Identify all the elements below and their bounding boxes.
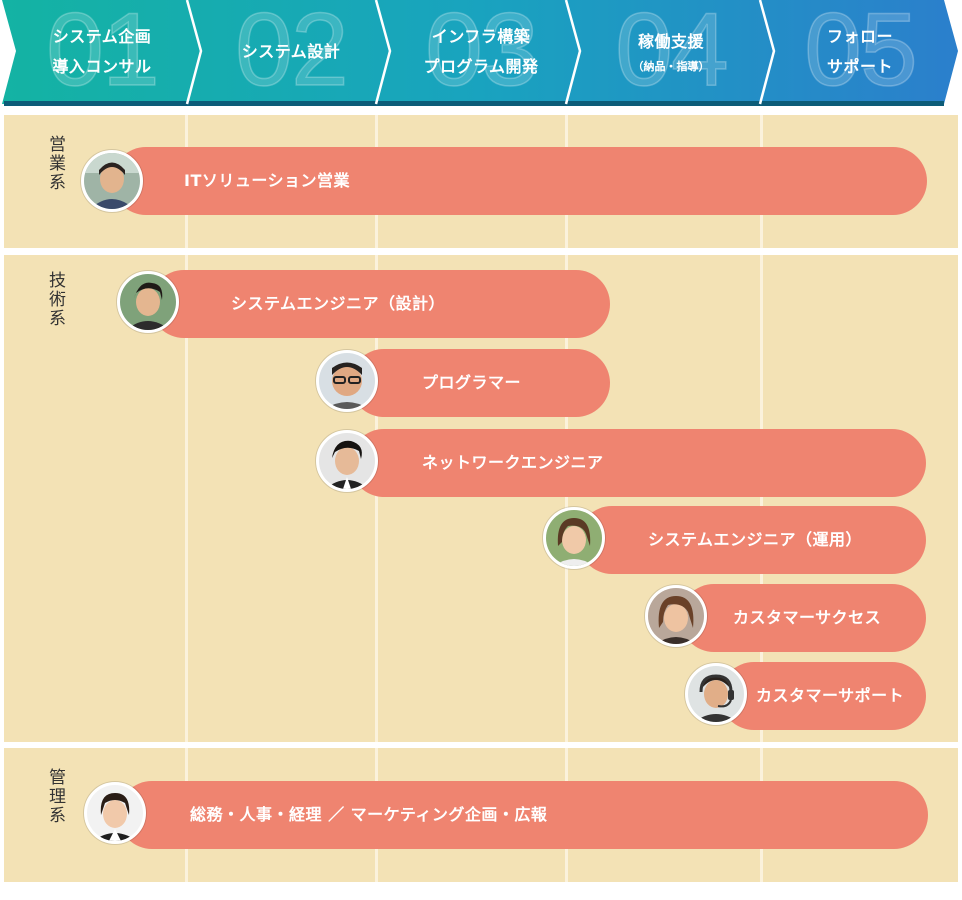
role-bar-programmer: プログラマー	[350, 349, 610, 417]
arrow-separator-3	[564, 0, 582, 105]
step-title-line-2: サポート	[826, 57, 893, 76]
step-number: 03	[424, 0, 539, 104]
staff-photo-avatar	[81, 150, 143, 212]
group-label-sales: 営業系	[45, 135, 65, 192]
column-divider	[760, 255, 763, 742]
step-title-line-2: プログラム開発	[423, 57, 539, 76]
role-label: プログラマー	[422, 373, 522, 392]
step-title-line-1: インフラ構築	[431, 27, 531, 46]
step-number: 05	[803, 0, 918, 104]
group-label-technical: 技術系	[45, 271, 65, 328]
step-title-line-1: システム設計	[241, 42, 341, 61]
step-title-line-1: フォロー	[826, 27, 893, 46]
step-01: 01 システム企画 導入コンサル	[8, 0, 196, 104]
column-divider	[375, 255, 378, 742]
staff-photo-avatar	[84, 782, 146, 844]
staff-photo-avatar	[543, 507, 605, 569]
arrow-band-fill	[2, 0, 958, 104]
role-bar-it-solution-sales: ITソリューション営業	[112, 147, 927, 215]
step-02: 02 システム設計	[196, 0, 386, 104]
role-bar-admin-marketing: 総務・人事・経理 ／ マーケティング企画・広報	[118, 781, 928, 849]
step-number: 01	[45, 0, 160, 104]
role-bar-customer-support: カスタマーサポート	[720, 662, 926, 730]
process-arrow-band	[2, 0, 958, 106]
staff-photo-avatar	[117, 271, 179, 333]
arrow-separator-1	[185, 0, 203, 105]
arrow-band-shadow	[4, 101, 944, 106]
arrow-separator-4	[758, 0, 776, 105]
step-title-line-2: 導入コンサル	[52, 57, 152, 76]
role-bar-system-engineer-design: システムエンジニア（設計）	[150, 270, 610, 338]
arrow-separator-2	[374, 0, 392, 105]
step-03: 03 インフラ構築 プログラム開発	[386, 0, 576, 104]
role-label: カスタマーサクセス	[733, 608, 882, 627]
group-label-admin: 管理系	[45, 768, 65, 825]
step-05: 05 フォロー サポート	[770, 0, 950, 104]
staff-photo-avatar	[316, 350, 378, 412]
staff-photo-avatar	[316, 430, 378, 492]
step-subtitle: （納品・指導）	[632, 60, 710, 73]
role-bar-system-engineer-operations: システムエンジニア（運用）	[578, 506, 926, 574]
role-label: システムエンジニア（設計）	[231, 294, 446, 313]
process-header: 01 システム企画 導入コンサル 02 システム設計 03 インフラ構築 プログ…	[0, 0, 962, 108]
role-label: システムエンジニア（運用）	[648, 530, 863, 549]
step-title-line-1: システム企画	[52, 27, 152, 46]
role-bar-customer-success: カスタマーサクセス	[680, 584, 926, 652]
step-number: 02	[234, 0, 349, 104]
role-label: ITソリューション営業	[184, 171, 351, 190]
column-divider	[185, 255, 188, 742]
staff-photo-avatar	[685, 663, 747, 725]
role-label: 総務・人事・経理 ／ マーケティング企画・広報	[190, 805, 548, 824]
column-divider	[565, 255, 568, 742]
role-bar-network-engineer: ネットワークエンジニア	[350, 429, 926, 497]
step-04: 04 稼働支援 （納品・指導）	[576, 0, 766, 104]
staff-photo-avatar	[645, 585, 707, 647]
role-label: ネットワークエンジニア	[422, 453, 604, 472]
step-title-line-1: 稼働支援	[637, 32, 704, 51]
role-label: カスタマーサポート	[756, 686, 905, 705]
step-number: 04	[614, 0, 729, 104]
